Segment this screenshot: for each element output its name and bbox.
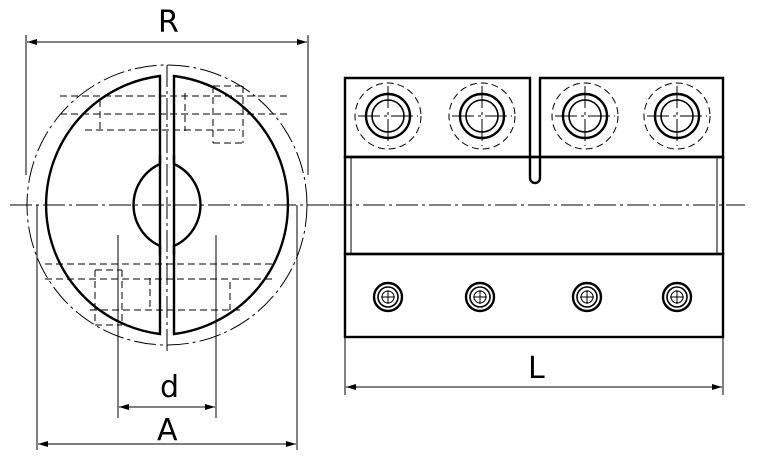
bottom-screw-3 <box>571 281 603 313</box>
upper-screw-hidden <box>60 85 290 144</box>
dimension-label-a: A <box>157 413 178 448</box>
top-clamp-block <box>343 76 725 185</box>
top-screw-2 <box>448 82 516 150</box>
dimension-label-d: d <box>160 370 179 405</box>
top-screw-4 <box>643 82 711 150</box>
side-view <box>330 76 745 395</box>
top-screw-3 <box>551 82 619 150</box>
right-bore-edge <box>172 155 202 255</box>
dimension-label-r: R <box>158 5 179 40</box>
front-view <box>10 35 335 450</box>
reference-circle <box>26 64 308 346</box>
bottom-clamp-block <box>343 252 725 339</box>
bottom-screw-heads <box>372 281 693 313</box>
top-screw-1 <box>354 82 422 150</box>
left-bore-edge <box>132 155 162 255</box>
dimension-label-l: L <box>528 351 545 386</box>
bottom-screw-4 <box>661 281 693 313</box>
bottom-screw-2 <box>464 281 496 313</box>
top-screw-heads <box>354 82 711 150</box>
bottom-screw-1 <box>372 281 404 313</box>
lower-screw-hidden <box>45 263 275 326</box>
